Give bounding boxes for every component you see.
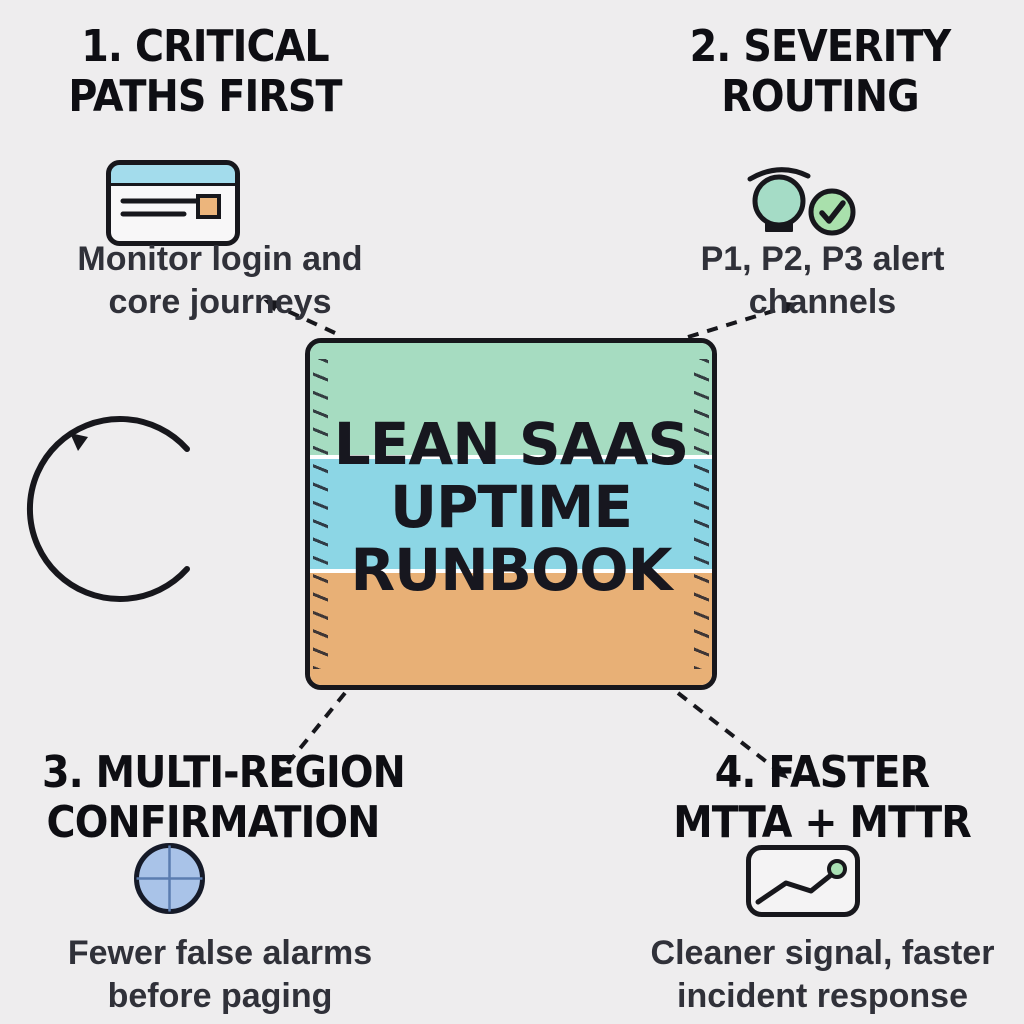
check-mark xyxy=(819,200,846,224)
quadrant-3-caption-line1: Fewer false alarms xyxy=(67,934,373,972)
quadrant-4-heading: 4. FASTER MTTA + MTTR xyxy=(651,748,993,848)
quadrant-4-heading-line2: MTTA + MTTR xyxy=(673,797,972,848)
quadrant-3-heading-line2: CONFIRMATION xyxy=(46,797,381,848)
quadrant-4-caption-line2: incident response xyxy=(677,977,968,1015)
quadrant-2-caption: P1, P2, P3 alert channels xyxy=(630,238,1015,324)
card-band-bottom xyxy=(310,573,712,685)
center-card: LEAN SAAS UPTIME RUNBOOK xyxy=(305,338,717,690)
check-circle xyxy=(808,188,856,236)
quadrant-1-caption-line2: core journeys xyxy=(108,283,332,321)
globe-icon xyxy=(132,841,207,921)
quadrant-3-caption-line2: before paging xyxy=(107,977,333,1015)
quadrant-3-heading: 3. MULTI-REGION CONFIRMATION xyxy=(42,747,406,848)
card-title-line2: UPTIME xyxy=(389,472,633,541)
refresh-cycle-icon xyxy=(25,413,217,610)
quadrant-2-heading-line2: ROUTING xyxy=(721,71,919,122)
quadrant-4-caption-line1: Cleaner signal, faster xyxy=(650,934,995,972)
cycle-arrowhead xyxy=(70,433,88,451)
card-title-line3: RUNBOOK xyxy=(350,535,672,604)
quadrant-2-heading-line1: 2. SEVERITY xyxy=(689,21,952,72)
quadrant-1-caption: Monitor login and core journeys xyxy=(25,238,415,324)
quadrant-1-heading-line1: 1. CRITICAL xyxy=(81,21,329,72)
chart-trend-line xyxy=(755,868,839,905)
quadrant-2-caption-line2: channels xyxy=(748,283,897,321)
quadrant-4-caption: Cleaner signal, faster incident response xyxy=(630,932,1015,1018)
line-chart-icon xyxy=(746,845,860,922)
quadrant-2-caption-line1: P1, P2, P3 alert xyxy=(700,240,945,278)
card-band-top xyxy=(310,343,712,455)
quadrant-3-caption: Fewer false alarms before paging xyxy=(25,932,415,1018)
card-band-separator xyxy=(310,455,712,459)
browser-window-icon xyxy=(106,160,240,251)
card-title-line1: LEAN SAAS xyxy=(333,409,690,478)
card-band-separator xyxy=(310,569,712,573)
center-card-title: LEAN SAAS UPTIME RUNBOOK xyxy=(310,343,712,685)
quadrant-1-heading: 1. CRITICAL PATHS FIRST xyxy=(43,22,367,122)
quadrant-1-caption-line1: Monitor login and xyxy=(77,240,363,278)
quadrant-1-heading-line2: PATHS FIRST xyxy=(68,71,342,122)
quadrant-4-heading-line1: 4. FASTER xyxy=(714,747,930,798)
chart-end-dot xyxy=(827,859,847,879)
quadrant-2-heading: 2. SEVERITY ROUTING xyxy=(658,22,982,122)
alarm-bell-and-check-icon xyxy=(742,160,864,250)
stitch-ticks-left xyxy=(313,359,328,669)
bell-ring-arc xyxy=(747,167,811,182)
quadrant-3-heading-line1: 3. MULTI-REGION xyxy=(42,747,406,798)
stitch-ticks-right xyxy=(694,359,709,669)
card-band-middle xyxy=(310,459,712,569)
bell-circle xyxy=(752,174,806,228)
